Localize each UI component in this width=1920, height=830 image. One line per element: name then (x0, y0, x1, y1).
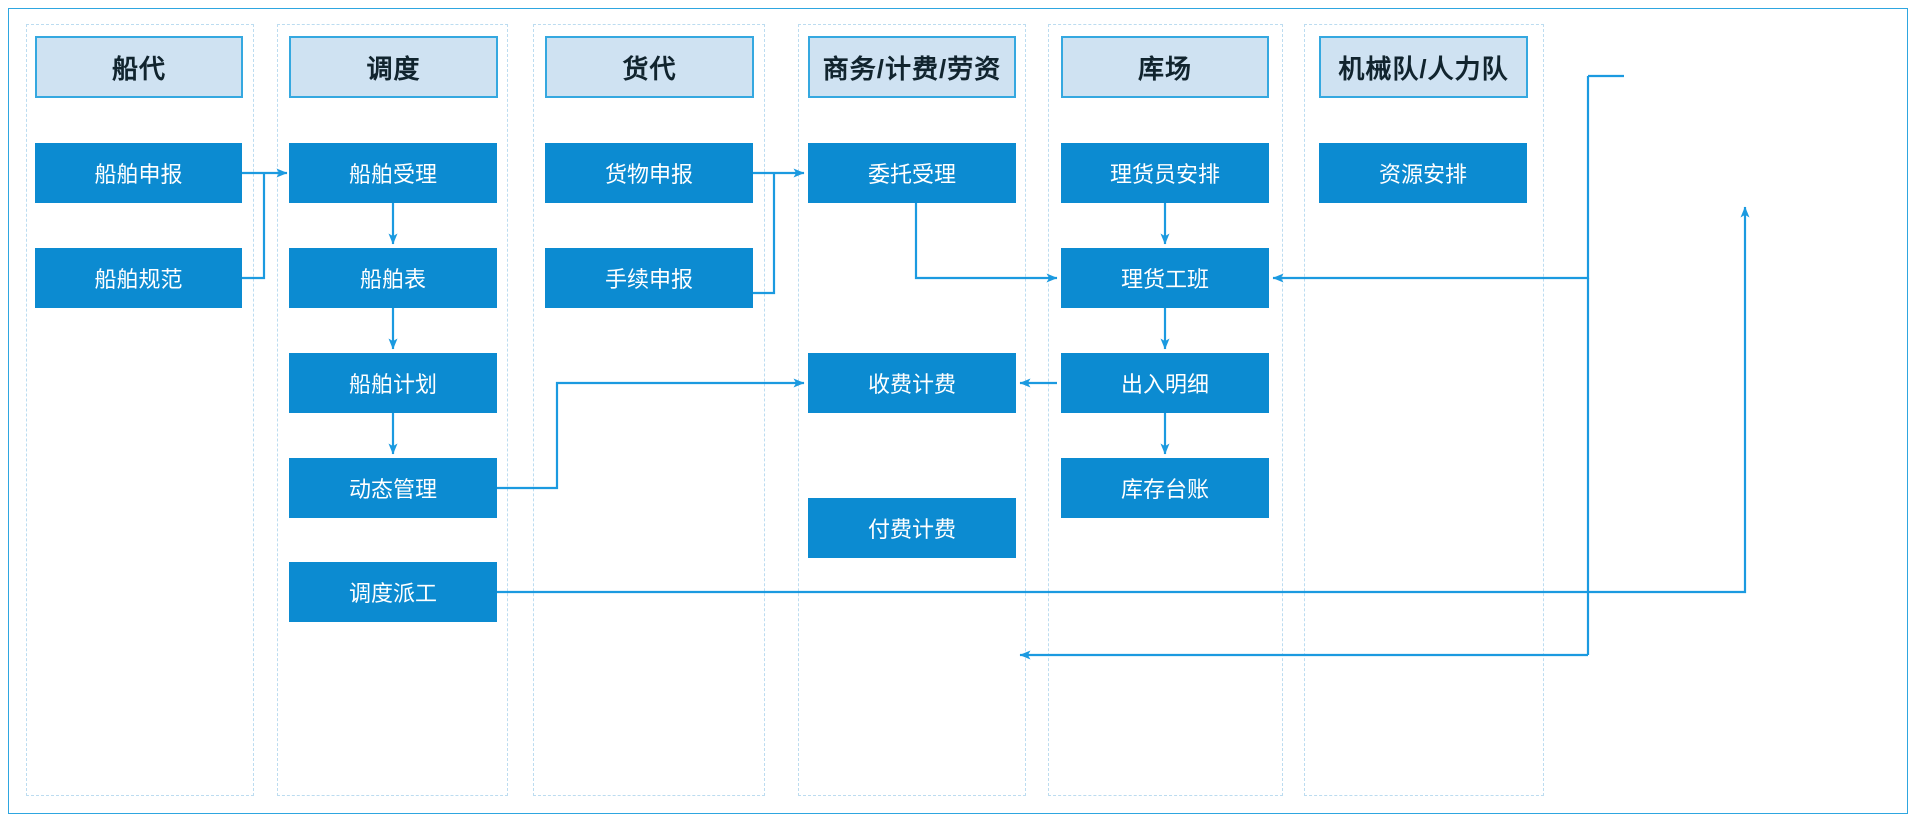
node-chuanbo-shenbao[interactable]: 船舶申报 (35, 143, 242, 203)
node-dongtai-guanli[interactable]: 动态管理 (289, 458, 497, 518)
lane-header-diaodu: 调度 (289, 36, 498, 98)
lane-header-chuandai: 船代 (35, 36, 243, 98)
node-fufei-jifei[interactable]: 付费计费 (808, 498, 1016, 558)
node-diaodu-paigong[interactable]: 调度派工 (289, 562, 497, 622)
node-ziyuan-anpai[interactable]: 资源安排 (1319, 143, 1527, 203)
lane-header-kuchang: 库场 (1061, 36, 1269, 98)
swimlane-jixie (1304, 24, 1544, 796)
swimlane-chuandai (26, 24, 254, 796)
node-chuanbo-biao[interactable]: 船舶表 (289, 248, 497, 308)
lane-header-shangwu: 商务/计费/劳资 (808, 36, 1016, 98)
node-huowu-shenbao[interactable]: 货物申报 (545, 143, 753, 203)
node-shouxu-shenbao[interactable]: 手续申报 (545, 248, 753, 308)
lane-header-huodai: 货代 (545, 36, 754, 98)
node-chuanbo-shouli[interactable]: 船舶受理 (289, 143, 497, 203)
lane-header-jixie: 机械队/人力队 (1319, 36, 1528, 98)
node-lihuoyuan-anpai[interactable]: 理货员安排 (1061, 143, 1269, 203)
node-chuanbo-jihua[interactable]: 船舶计划 (289, 353, 497, 413)
swimlane-huodai (533, 24, 765, 796)
node-chuanbo-guifan[interactable]: 船舶规范 (35, 248, 242, 308)
node-lihuo-gongban[interactable]: 理货工班 (1061, 248, 1269, 308)
diagram-outer-frame (8, 8, 1908, 814)
node-weituo-shouli[interactable]: 委托受理 (808, 143, 1016, 203)
node-kucun-taizhang[interactable]: 库存台账 (1061, 458, 1269, 518)
node-churu-mingxi[interactable]: 出入明细 (1061, 353, 1269, 413)
node-shoufei-jifei[interactable]: 收费计费 (808, 353, 1016, 413)
